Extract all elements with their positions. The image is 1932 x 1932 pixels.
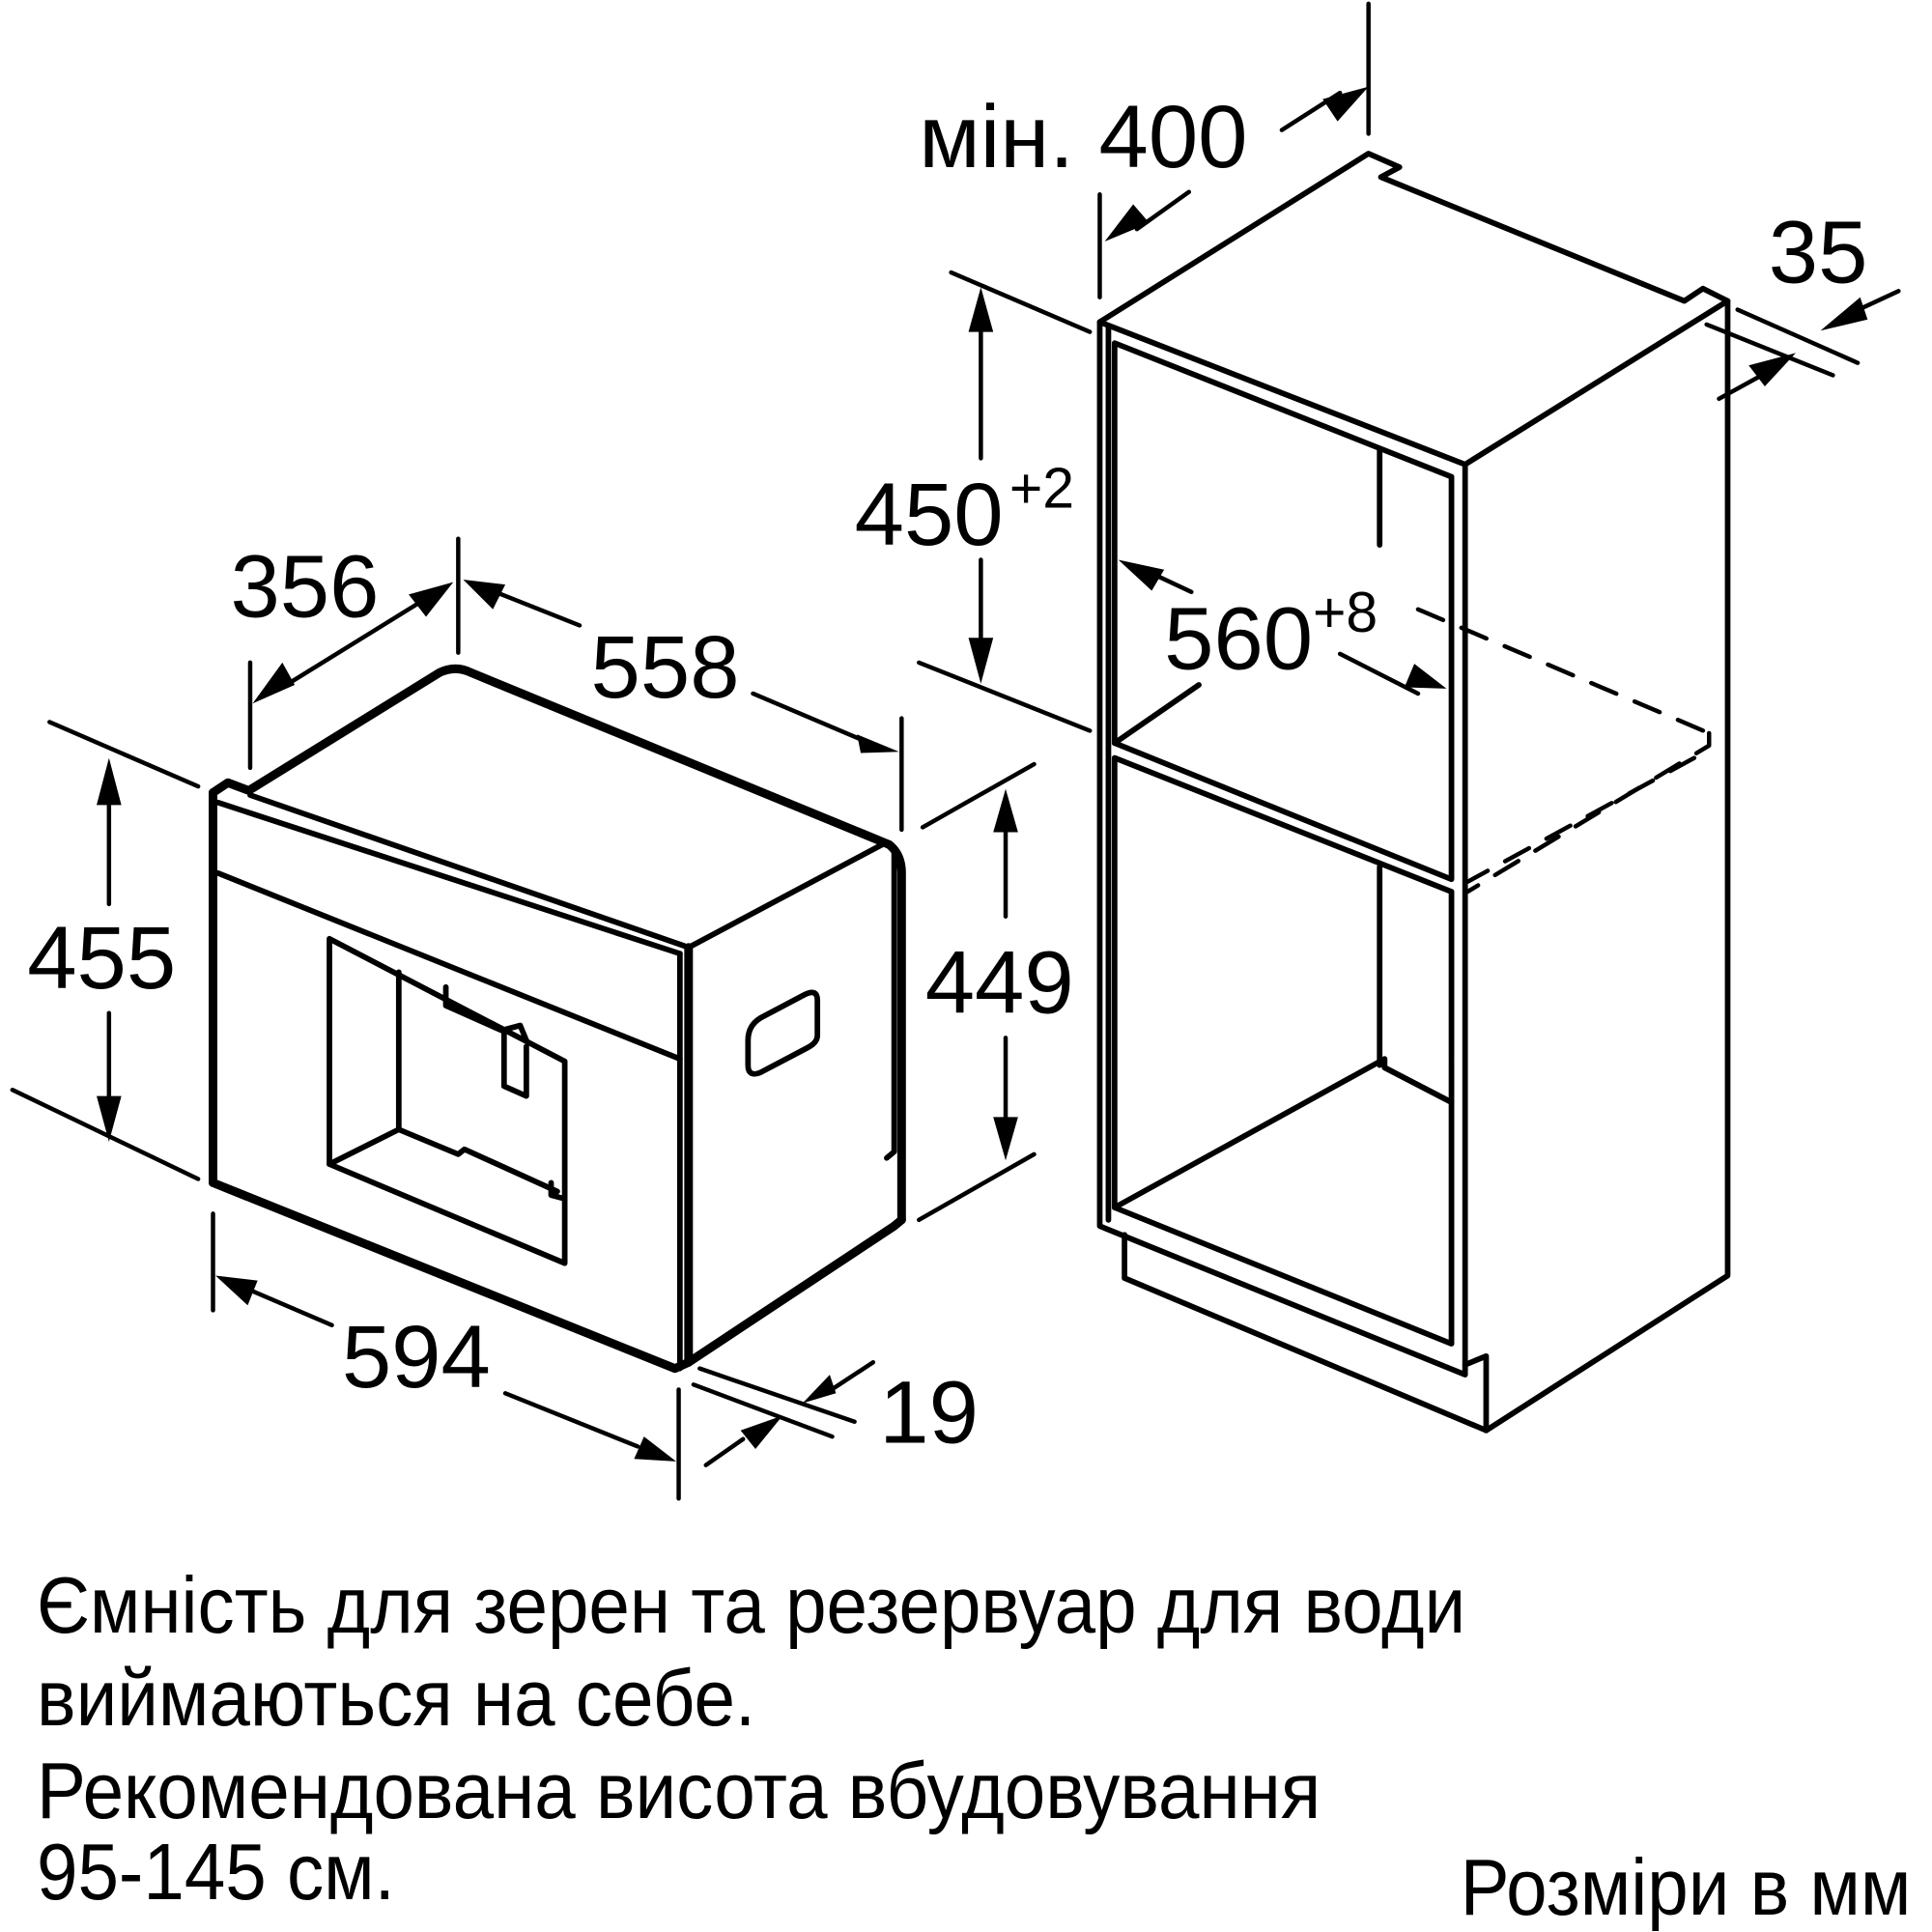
dim-label-35: 35	[1769, 201, 1868, 301]
dim-356: 356	[230, 535, 461, 771]
dim-35: 35	[1704, 201, 1901, 402]
dim-min-400: мін. 400	[919, 1, 1371, 299]
note-line-1: Ємність для зерен та резервуар для води	[37, 1560, 1466, 1650]
dim-label-558: 558	[591, 616, 740, 717]
dim-449: 449	[917, 761, 1074, 1223]
units-label: Розміри в мм	[1460, 1842, 1911, 1932]
dim-label-450: 450	[855, 464, 1004, 564]
cabinet-drawing	[1096, 151, 1731, 1434]
dim-label-560: 560	[1164, 587, 1313, 688]
dim-594: 594	[211, 1211, 681, 1501]
dim-560: 560 +8	[1118, 559, 1447, 696]
dim-label-min-400: мін. 400	[919, 86, 1247, 186]
dim-label-455: 455	[27, 907, 176, 1008]
dim-label-594: 594	[342, 1306, 491, 1406]
dim-label-19: 19	[879, 1362, 979, 1463]
dim-label-356: 356	[230, 535, 379, 636]
dim-label-449: 449	[925, 932, 1074, 1033]
dim-450: 450 +2	[855, 270, 1093, 733]
note-line-4: 95-145 см.	[37, 1827, 395, 1917]
dim-558: 558	[463, 580, 904, 833]
dim-19: 19	[691, 1360, 979, 1467]
appliance-drawing	[209, 664, 906, 1374]
dim-455: 455	[10, 720, 201, 1181]
dim-tolerance-560: +8	[1313, 582, 1378, 644]
note-line-2: виймаються на себе.	[37, 1653, 756, 1743]
dim-tolerance-450: +2	[1009, 458, 1074, 521]
note-line-3: Рекомендована висота вбудовування	[37, 1746, 1321, 1835]
